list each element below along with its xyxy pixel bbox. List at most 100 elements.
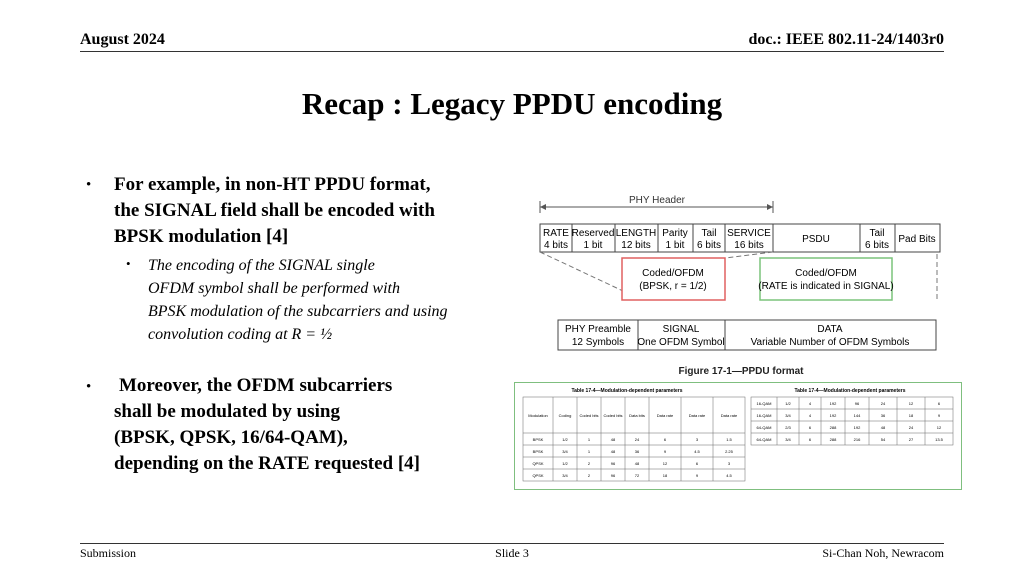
field-label: LENGTH: [616, 228, 657, 239]
footer-rule: [80, 543, 944, 544]
table-cell: 36: [635, 449, 640, 454]
coded-signal-box: [621, 257, 726, 301]
table-cell: 2/3: [785, 425, 791, 430]
table-cell: 3/4: [562, 473, 568, 478]
bullet-1-line: the SIGNAL field shall be encoded with: [114, 200, 435, 221]
table-cell: 48: [611, 449, 616, 454]
table-cell: 36: [881, 413, 886, 418]
table-caption: Table 17-4—Modulation-dependent paramete…: [794, 388, 905, 394]
bullet-1-line: For example, in non-HT PPDU format,: [114, 174, 431, 195]
table-cell: 12: [663, 461, 668, 466]
table-cell: 96: [611, 473, 616, 478]
bullet-2-line: Moreover, the OFDM subcarriers: [119, 375, 393, 396]
table-cell: 1/2: [562, 437, 568, 442]
field-label: Tail: [869, 228, 884, 239]
table-cell: 9: [664, 449, 667, 454]
bullet-1-line: BPSK modulation [4]: [114, 226, 289, 247]
field-label: Pad Bits: [898, 234, 935, 245]
coded-data-l2: (RATE is indicated in SIGNAL): [758, 281, 893, 292]
table-cell: 216: [854, 437, 861, 442]
table-cell: QPSK: [532, 473, 543, 478]
coded-data-l1: Coded/OFDM: [795, 268, 857, 279]
table-cell: 96: [611, 461, 616, 466]
bullet-2: Moreover, the OFDM subcarriers shall be …: [114, 373, 420, 477]
table-cell: 64-QAM: [757, 425, 772, 430]
table-header: Coded bits: [603, 413, 622, 418]
table-cell: 3/4: [785, 437, 791, 442]
field-bits: 1 bit: [666, 240, 685, 251]
bullet-2-line: shall be modulated by using: [114, 401, 340, 422]
table-cell: 288: [830, 425, 837, 430]
table-cell: 288: [830, 437, 837, 442]
table-cell: 54: [881, 437, 886, 442]
bullet-1: For example, in non-HT PPDU format, the …: [114, 172, 435, 250]
preamble-symbols: 12 Symbols: [572, 337, 624, 348]
table-header: Coding: [559, 413, 572, 418]
table-caption: Table 17-4—Modulation-dependent paramete…: [571, 388, 682, 394]
field-label: SERVICE: [727, 228, 771, 239]
sub-bullet-line: OFDM symbol shall be performed with: [148, 280, 400, 297]
sub-bullet-line: BPSK modulation of the subcarriers and u…: [148, 303, 448, 320]
table-header: Modulation: [528, 413, 548, 418]
table-cell: 3: [696, 437, 699, 442]
table-cell: 1/2: [785, 401, 791, 406]
field-bits: 6 bits: [865, 240, 889, 251]
table-cell: 12: [937, 425, 942, 430]
table-cell: BPSK: [533, 437, 544, 442]
table-header: Data rate: [657, 413, 674, 418]
table-cell: 72: [635, 473, 640, 478]
data-symbols: Variable Number of OFDM Symbols: [751, 337, 910, 348]
field-bits: 16 bits: [734, 240, 763, 251]
table-cell: 16-QAM: [757, 413, 772, 418]
sub-bullet-line: The encoding of the SIGNAL single: [148, 257, 375, 274]
bullet-2-line: (BPSK, QPSK, 16/64-QAM),: [114, 427, 348, 448]
table-cell: 12: [909, 401, 914, 406]
table-cell: 2: [588, 461, 591, 466]
field-label: Tail: [701, 228, 716, 239]
table-cell: 3: [728, 461, 731, 466]
table-cell: 192: [830, 401, 837, 406]
field-bits: 6 bits: [697, 240, 721, 251]
bullet-dot: •: [86, 177, 92, 193]
table-cell: 6: [696, 461, 699, 466]
footer-submission: Submission: [80, 546, 137, 560]
table-cell: 18: [663, 473, 668, 478]
table-cell: 24: [635, 437, 640, 442]
table-cell: 16-QAM: [757, 401, 772, 406]
signal-symbols: One OFDM Symbol: [637, 337, 724, 348]
field-bits: 1 bit: [584, 240, 603, 251]
table-cell: 4.5: [694, 449, 700, 454]
field-label: Parity: [662, 228, 688, 239]
sub-bullet-dot: •: [126, 256, 131, 271]
slide-title: Recap : Legacy PPDU encoding: [301, 86, 723, 121]
table-cell: 24: [909, 425, 914, 430]
footer-author: Si-Chan Noh, Newracom: [822, 546, 944, 560]
table-cell: 96: [855, 401, 860, 406]
table-cell: 13.5: [935, 437, 944, 442]
table-cell: 2: [588, 473, 591, 478]
table-cell: 6: [809, 437, 812, 442]
ppdu-format-figure: PHY Header RATE 4 bits Reserved 1 bit LE…: [539, 193, 941, 377]
coded-signal-l2: (BPSK, r = 1/2): [639, 281, 707, 292]
table-cell: 9: [696, 473, 699, 478]
table-cell: 4.5: [726, 473, 732, 478]
field-bits: 12 bits: [621, 240, 650, 251]
table-cell: 24: [881, 401, 886, 406]
sub-bullet-1: The encoding of the SIGNAL single OFDM s…: [148, 254, 448, 346]
table-cell: 192: [830, 413, 837, 418]
table-cell: 2.25: [725, 449, 734, 454]
header-date: August 2024: [80, 31, 165, 48]
table-cell: 6: [664, 437, 667, 442]
table-header: Data rate: [689, 413, 706, 418]
table-cell: 4: [809, 401, 812, 406]
phy-header-label: PHY Header: [629, 195, 686, 206]
field-row: RATE 4 bits Reserved 1 bit LENGTH 12 bit…: [539, 223, 941, 253]
preamble-label: PHY Preamble: [565, 324, 631, 335]
field-label: Reserved: [572, 228, 615, 239]
bullet-2-line: depending on the RATE requested [4]: [114, 453, 420, 474]
table-cell: 192: [854, 425, 861, 430]
field-bits: 4 bits: [544, 240, 568, 251]
coded-data-box: [759, 257, 893, 301]
modulation-table-figure: Table 17-4—Modulation-dependent paramete…: [514, 382, 962, 490]
table-cell: 1: [588, 437, 591, 442]
